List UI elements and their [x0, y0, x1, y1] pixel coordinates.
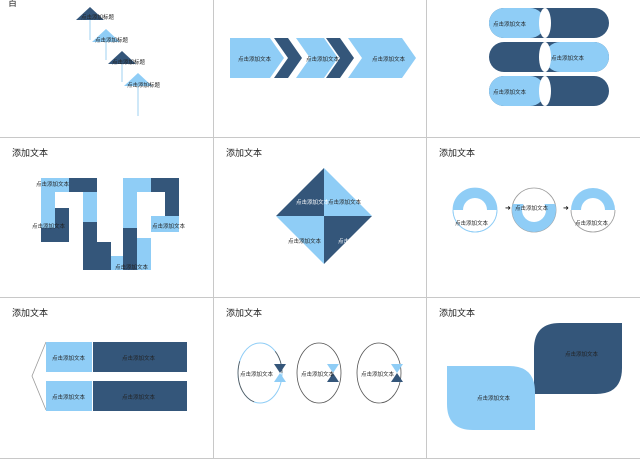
- bars-graphic: [31, 341, 187, 411]
- diamond-label: 点击添加文本: [288, 239, 322, 245]
- chevron-graphic: [230, 38, 416, 78]
- leaf-label: 点击添加文本: [565, 352, 599, 358]
- grid-divider: [0, 137, 640, 138]
- thumbnail-block-path[interactable]: 添加文本 点击添加文本 点击添加文本 点击添加文本 点击添加文本: [0, 138, 213, 297]
- chevron-label: 点击添加文本: [238, 57, 272, 63]
- thumbnail-chevrons[interactable]: 点击添加文本 点击添加文本 点击添加文本: [214, 0, 426, 137]
- arrow-right-icon: ➜: [505, 204, 511, 212]
- cylinder-label: 点击添加文本: [551, 56, 585, 62]
- path-label: 点击添加文本: [32, 224, 66, 230]
- path-label: 点击添加文本: [152, 224, 186, 230]
- staircase-graphic: [76, 7, 152, 116]
- thumbnail-bars[interactable]: 添加文本 点击添加文本 点击添加文本 点击添加文本 点击添加文本: [0, 298, 213, 458]
- panel-title: 添加文本: [12, 309, 49, 319]
- thumbnail-cylinders[interactable]: 点击添加文本 点击添加文本 点击添加文本: [427, 0, 640, 137]
- panel-title: 添加文本: [439, 309, 476, 319]
- diamond-graphic: [276, 168, 372, 264]
- ring-label: 点击添加文本: [455, 221, 489, 227]
- cycle-label: 点击添加文本: [361, 372, 395, 378]
- grid-divider: [213, 0, 214, 459]
- cylinder-graphic: [489, 8, 609, 106]
- cycle-label: 点击添加文本: [240, 372, 274, 378]
- arrow-right-icon: ➜: [563, 204, 569, 212]
- panel-title: 百: [8, 0, 18, 9]
- leaf-label: 点击添加文本: [477, 396, 511, 402]
- cycle-label: 点击添加文本: [301, 372, 335, 378]
- chevron-label: 点击添加文本: [372, 57, 406, 63]
- path-label: 点击添加文本: [36, 182, 70, 188]
- step-label: 点击添加标题: [95, 38, 129, 44]
- bar-label: 点击添加文本: [52, 395, 86, 401]
- thumbnail-staircase[interactable]: 百 点击添加标题 点击添加标题 点击添加标题 点击添加标题: [0, 0, 213, 137]
- diamond-label: 点击添加文本: [338, 239, 372, 245]
- thumbnail-leaves[interactable]: 添加文本 点击添加文本 点击添加文本: [427, 298, 640, 458]
- diamond-label: 点击添加文本: [328, 200, 362, 206]
- path-label: 点击添加文本: [115, 265, 149, 271]
- step-label: 点击添加标题: [112, 60, 146, 66]
- chevron-label: 点击添加文本: [306, 57, 340, 63]
- bar-label: 点击添加文本: [122, 356, 156, 362]
- panel-title: 添加文本: [439, 149, 476, 159]
- hourglass-graphic: [237, 342, 403, 404]
- thumbnail-hourglass[interactable]: 添加文本 点击添加文本 点击添加文本 点击添加文本: [214, 298, 426, 458]
- step-label: 点击添加标题: [127, 83, 161, 89]
- thumbnail-diamond[interactable]: 添加文本 点击添加文本 点击添加文本 点击添加文本 点击添加文本: [214, 138, 426, 297]
- ring-label: 点击添加文本: [575, 221, 609, 227]
- diamond-label: 点击添加文本: [296, 200, 330, 206]
- bar-label: 点击添加文本: [122, 395, 156, 401]
- rings-graphic: [452, 187, 616, 233]
- cylinder-label: 点击添加文本: [493, 22, 527, 28]
- panel-title: 添加文本: [12, 149, 49, 159]
- cylinder-label: 点击添加文本: [493, 90, 527, 96]
- block-path-graphic: [41, 178, 179, 270]
- thumbnail-rings[interactable]: 添加文本 ➜ ➜ 点击添加文本 点击添加文本 点击添加文本: [427, 138, 640, 297]
- ring-label: 点击添加文本: [515, 206, 549, 212]
- grid-divider: [0, 297, 640, 298]
- panel-title: 添加文本: [226, 149, 263, 159]
- leaves-graphic: [447, 323, 622, 430]
- bar-label: 点击添加文本: [52, 356, 86, 362]
- panel-title: 添加文本: [226, 309, 263, 319]
- step-label: 点击添加标题: [81, 15, 115, 21]
- grid-divider: [426, 0, 427, 459]
